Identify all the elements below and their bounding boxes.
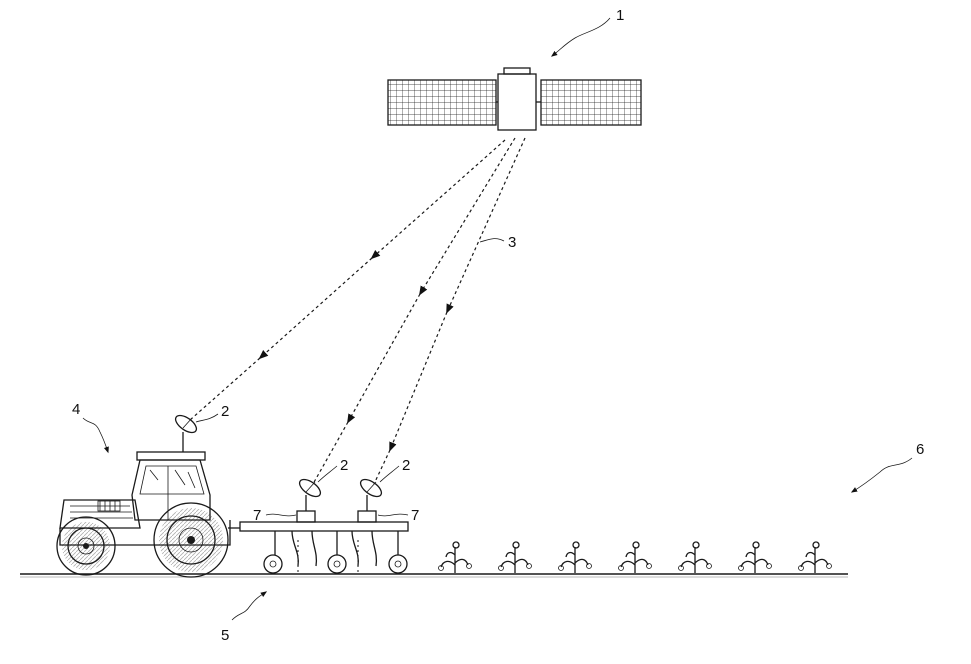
signal-paths [190,138,525,484]
receiver-box-left [297,511,315,522]
satellite-body [498,68,536,130]
receiver-box-right [358,511,376,522]
crop-plant [499,542,532,573]
crop-plant [439,542,472,573]
implement-wheel-3 [389,555,407,573]
label-antenna-implement-left: 2 [340,457,348,474]
label-signal-link: 3 [508,234,516,251]
label-antenna-tractor: 2 [221,403,229,420]
label-receiver-right: 7 [411,507,419,524]
leader-antenna-tractor [196,414,218,422]
leader-ground [232,592,266,620]
satellite [388,68,641,130]
signal-path-tractor [190,140,505,420]
label-antenna-implement-right: 2 [402,457,410,474]
leader-receiver-right [378,514,408,516]
towed-implement [228,476,408,573]
leader-crop-field [852,458,912,492]
crop-plant [799,542,832,573]
crop-rows [439,542,832,573]
implement-antenna-left [297,476,324,511]
tractor-antenna [173,412,200,452]
crop-plant [679,542,712,573]
leader-tractor [83,418,108,452]
leader-satellite [552,18,610,56]
signal-path-implement-left [313,138,515,484]
implement-wheel-1 [264,555,282,573]
tractor [57,412,230,577]
label-satellite: 1 [616,7,624,24]
crop-plant [559,542,592,573]
implement-tines [275,531,398,572]
label-receiver-left: 7 [253,507,261,524]
solar-panel-right [541,80,641,125]
crop-plant [739,542,772,573]
label-crop-field: 6 [916,441,924,458]
implement-wheel-2 [328,555,346,573]
crop-plant [619,542,652,573]
tractor-rear-wheel [154,503,228,577]
solar-panel-left [388,80,496,125]
implement-frame [240,522,408,531]
leader-signal [480,239,504,242]
leader-receiver-left [266,514,296,516]
leader-antenna-right [380,466,399,482]
label-tractor: 4 [72,401,80,418]
tractor-front-wheel [57,517,115,575]
label-ground: 5 [221,627,229,644]
leader-antenna-left [318,466,337,482]
